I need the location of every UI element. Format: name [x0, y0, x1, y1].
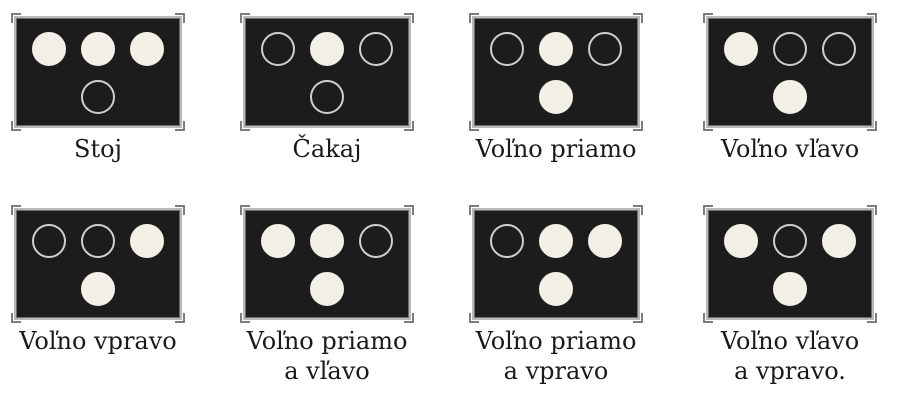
- signal-caption: Stoj: [74, 134, 122, 164]
- signal-caption: Čakaj: [293, 134, 362, 164]
- corner-bracket: [11, 13, 21, 23]
- lamp-left: [724, 224, 758, 258]
- lamp-middle: [310, 224, 344, 258]
- corner-bracket: [175, 205, 185, 215]
- signal-panel: [469, 13, 643, 131]
- caption-line-1: Voľno priamo: [246, 327, 408, 355]
- signal-panel: [703, 13, 877, 131]
- corner-bracket: [240, 13, 250, 23]
- corner-bracket: [633, 13, 643, 23]
- signal-cakaj: Čakaj: [232, 13, 422, 164]
- corner-bracket: [11, 205, 21, 215]
- caption-line-1: Stoj: [74, 135, 122, 163]
- lamp-bottom: [81, 80, 115, 114]
- corner-bracket: [404, 121, 414, 131]
- signal-volno-vpravo: Voľno vpravo: [3, 205, 193, 356]
- corner-bracket: [867, 205, 877, 215]
- lamp-middle: [539, 224, 573, 258]
- caption-line-2: a vľavo: [284, 357, 370, 385]
- signal-panel: [240, 205, 414, 323]
- corner-bracket: [469, 313, 479, 323]
- corner-bracket: [175, 121, 185, 131]
- lamp-bottom: [81, 272, 115, 306]
- signal-caption: Voľno priamo a vľavo: [247, 326, 408, 386]
- lamp-bottom: [773, 272, 807, 306]
- corner-bracket: [633, 313, 643, 323]
- signal-stoj: Stoj: [3, 13, 193, 164]
- lamp-middle: [81, 224, 115, 258]
- lamp-left: [490, 224, 524, 258]
- lamp-middle: [773, 32, 807, 66]
- corner-bracket: [240, 313, 250, 323]
- corner-bracket: [703, 313, 713, 323]
- lamp-middle: [310, 32, 344, 66]
- corner-bracket: [175, 313, 185, 323]
- signal-caption: Voľno vľavo a vpravo.: [721, 326, 859, 386]
- signal-volno-priamo: Voľno priamo: [461, 13, 651, 164]
- corner-bracket: [867, 121, 877, 131]
- caption-line-1: Voľno vľavo: [720, 327, 860, 355]
- corner-bracket: [11, 313, 21, 323]
- corner-bracket: [633, 205, 643, 215]
- corner-bracket: [240, 205, 250, 215]
- lamp-left: [261, 32, 295, 66]
- corner-bracket: [469, 13, 479, 23]
- caption-line-1: Voľno priamo: [475, 327, 637, 355]
- corner-bracket: [404, 313, 414, 323]
- lamp-right: [359, 32, 393, 66]
- corner-bracket: [175, 13, 185, 23]
- signal-volno-vlavo: Voľno vľavo: [695, 13, 885, 164]
- lamp-left: [490, 32, 524, 66]
- signal-volno-priamo-a-vpravo: Voľno priamo a vpravo: [461, 205, 651, 386]
- caption-line-2: a vpravo.: [734, 357, 846, 385]
- lamp-bottom: [773, 80, 807, 114]
- caption-line-1: Voľno priamo: [475, 135, 637, 163]
- signal-caption: Voľno vľavo: [721, 134, 859, 164]
- caption-line-2: a vpravo: [503, 357, 609, 385]
- lamp-bottom: [539, 80, 573, 114]
- lamp-left: [32, 32, 66, 66]
- lamp-left: [32, 224, 66, 258]
- corner-bracket: [703, 13, 713, 23]
- signal-panel: [240, 13, 414, 131]
- signal-caption: Voľno priamo a vpravo: [476, 326, 637, 386]
- lamp-left: [261, 224, 295, 258]
- lamp-right: [822, 32, 856, 66]
- corner-bracket: [703, 205, 713, 215]
- caption-line-1: Voľno vpravo: [19, 327, 177, 355]
- signal-panel: [703, 205, 877, 323]
- signal-caption: Voľno vpravo: [19, 326, 177, 356]
- corner-bracket: [240, 121, 250, 131]
- signal-panel: [469, 205, 643, 323]
- corner-bracket: [867, 13, 877, 23]
- corner-bracket: [469, 121, 479, 131]
- lamp-bottom: [310, 80, 344, 114]
- lamp-bottom: [539, 272, 573, 306]
- lamp-left: [724, 32, 758, 66]
- lamp-right: [822, 224, 856, 258]
- lamp-middle: [81, 32, 115, 66]
- corner-bracket: [11, 121, 21, 131]
- lamp-bottom: [310, 272, 344, 306]
- signal-panel: [11, 205, 185, 323]
- caption-line-1: Voľno vľavo: [720, 135, 860, 163]
- lamp-middle: [773, 224, 807, 258]
- caption-line-1: Čakaj: [292, 135, 362, 163]
- corner-bracket: [867, 313, 877, 323]
- lamp-right: [588, 224, 622, 258]
- lamp-right: [359, 224, 393, 258]
- corner-bracket: [633, 121, 643, 131]
- lamp-right: [130, 224, 164, 258]
- signal-volno-vlavo-a-vpravo: Voľno vľavo a vpravo.: [695, 205, 885, 386]
- lamp-right: [130, 32, 164, 66]
- signal-volno-priamo-a-vlavo: Voľno priamo a vľavo: [232, 205, 422, 386]
- corner-bracket: [404, 13, 414, 23]
- lamp-right: [588, 32, 622, 66]
- corner-bracket: [469, 205, 479, 215]
- corner-bracket: [703, 121, 713, 131]
- signal-caption: Voľno priamo: [476, 134, 637, 164]
- corner-bracket: [404, 205, 414, 215]
- signal-panel: [11, 13, 185, 131]
- lamp-middle: [539, 32, 573, 66]
